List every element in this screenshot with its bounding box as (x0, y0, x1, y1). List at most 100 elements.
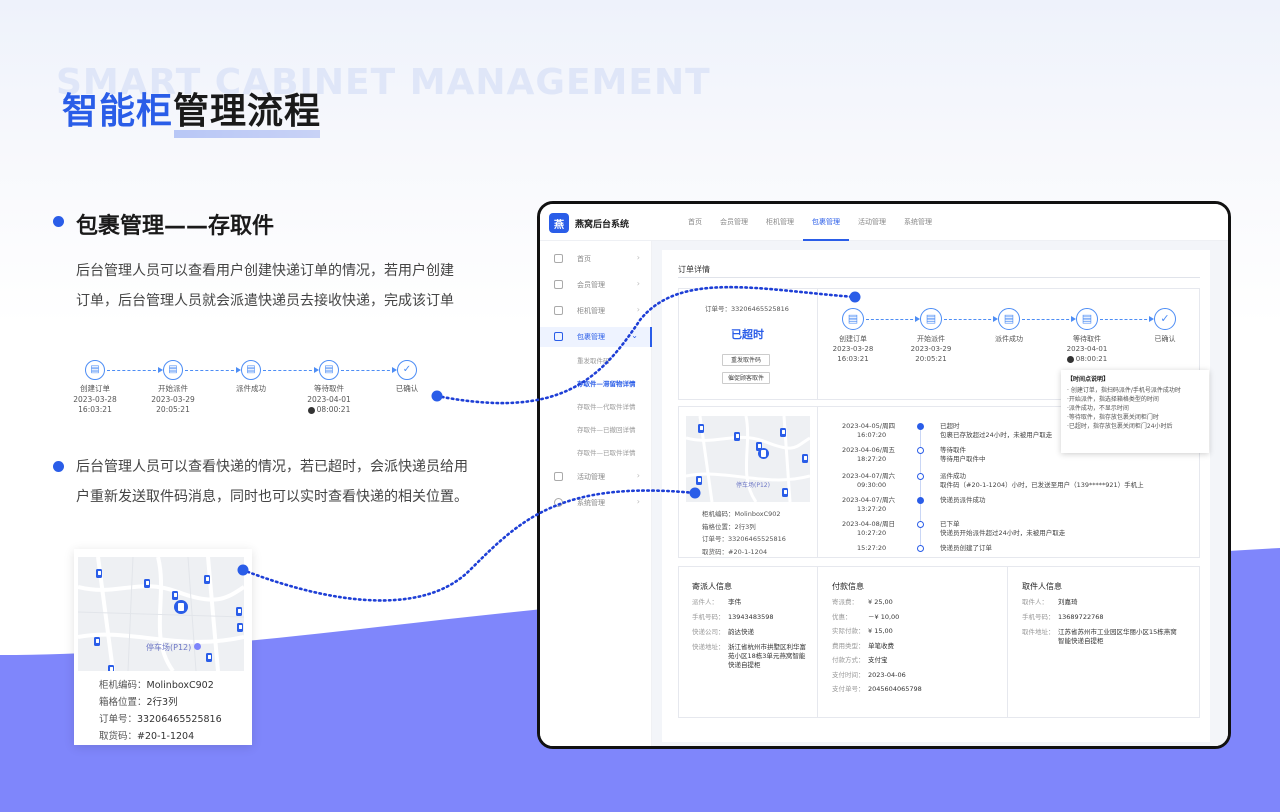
chevron-right-icon: › (636, 279, 640, 288)
nav-cabinets[interactable]: 柜机管理 (766, 218, 794, 226)
timeline-dot (917, 545, 924, 552)
flow-step-time: 16:03:21 (837, 355, 869, 363)
order-value: 33206465525816 (731, 305, 789, 313)
timeline-date: 2023-04-07/周六 (842, 496, 895, 504)
info-row: 支付时间：2023-04-06 (832, 671, 906, 680)
flow-step: ✓已确认 (1140, 308, 1190, 344)
cabinet-pin-icon[interactable] (780, 428, 786, 437)
cabinet-pin-icon[interactable] (144, 579, 150, 588)
cabinet-pin-icon[interactable] (698, 424, 704, 433)
cabinet-pin-icon[interactable] (734, 432, 740, 441)
timeline-event-title: 等待取件 (940, 446, 966, 454)
flow-step-time: 08:00:21 (1062, 354, 1112, 364)
sidebar-item-members[interactable]: 会员管理› (540, 275, 652, 295)
flow-step-date: 2023-04-01 (1066, 345, 1108, 353)
flow-step-label: 创建订单 (839, 335, 867, 343)
sub-item-withdrawn[interactable]: 存取件—已撤回详情 (577, 426, 636, 434)
activity-icon (554, 472, 563, 481)
flow-step: ▤派件成功 (226, 360, 276, 395)
info-value: ¥ 25,00 (868, 598, 893, 606)
chevron-down-icon: ⌄ (631, 331, 638, 340)
map-card: 停车场(P12) 柜机编码：MolinboxC902 箱格位置：2行3列 订单号… (74, 549, 252, 745)
sub-item-resend[interactable]: 重发取件码 (577, 357, 610, 365)
cabinet-pin-icon[interactable] (236, 607, 242, 616)
sidebar-item-activities[interactable]: 活动管理› (540, 467, 652, 487)
info-key: 实际付款： (832, 627, 865, 635)
document-icon: ▤ (842, 308, 864, 330)
nav-members[interactable]: 会员管理 (720, 218, 748, 226)
flow-step-time-text: 08:00:21 (316, 405, 351, 414)
cabinet-pin-icon[interactable] (172, 591, 178, 600)
para2-line1: 后台管理人员可以查看快递的情况，若已超时，会派快递员给用 (76, 459, 468, 475)
cabinet-pin-icon[interactable] (204, 575, 210, 584)
sidebar: 首页› 会员管理› 柜机管理› 包裹管理 ⌄ 重发取件码 存取件—滞留物详情 存取… (540, 241, 652, 746)
nav-home[interactable]: 首页 (688, 218, 702, 226)
sub-item-proxy[interactable]: 存取件—代取件详情 (577, 403, 636, 411)
sidebar-item-home[interactable]: 首页› (540, 249, 652, 269)
info-row: 快递公司：韵达快递 (692, 628, 754, 637)
timeline-date: 2023-04-05/周四 (842, 422, 895, 430)
order-detail-panel: 订单详情 订单号：33206465525816 已超时 重发取件码 催促顾客取件… (662, 250, 1210, 742)
device-slot: 箱格位置：2行3列 (702, 522, 756, 531)
flow-step-label: 开始派件 (917, 335, 945, 343)
info-key: 派件人： (692, 598, 718, 606)
device-cabinet: 柜机编码：MolinboxC902 (702, 510, 781, 518)
info-row: 支付单号：2045604065798 (832, 685, 922, 694)
cabinet-icon (554, 306, 563, 315)
document-icon: ▤ (1076, 308, 1098, 330)
timeline-event-title: 已下单 (940, 520, 960, 528)
sidebar-label: 包裹管理 (577, 333, 605, 341)
info-key: 手机号码： (692, 613, 725, 621)
timeline-date: 2023-04-08/周日 (842, 520, 895, 528)
app-topbar: 燕 燕窝后台系统 首页 会员管理 柜机管理 包裹管理 活动管理 系统管理 (540, 204, 1228, 241)
parking-marker-icon (194, 643, 201, 650)
section-paragraph-2: 后台管理人员可以查看快递的情况，若已超时，会派快递员给用 户重新发送取件码消息，… (76, 452, 468, 512)
cabinet-pin-icon[interactable] (802, 454, 808, 463)
timeline-time: 18:27:20 (857, 455, 887, 463)
timeline-event-title: 快递员创建了订单 (940, 544, 992, 552)
sub-item-picked[interactable]: 存取件—已取件详情 (577, 449, 636, 457)
cabinet-pin-icon[interactable] (237, 623, 243, 632)
sender-title: 寄派人信息 (692, 582, 732, 591)
urge-pickup-button[interactable]: 催促顾客取件 (722, 372, 770, 384)
info-row: 付款方式：支付宝 (832, 656, 888, 665)
sidebar-item-cabinets[interactable]: 柜机管理› (540, 301, 652, 321)
section-paragraph-1: 后台管理人员可以查看用户创建快递订单的情况，若用户创建 订单，后台管理人员就会派… (76, 256, 454, 316)
device-code: 取货码：#20-1-1204 (702, 547, 768, 556)
flow-connector-line (107, 367, 163, 373)
map-view[interactable]: 停车场(P12) (78, 557, 244, 671)
document-icon: ▤ (241, 360, 261, 380)
order-detail-title: 订单详情 (678, 265, 710, 274)
nav-system[interactable]: 系统管理 (904, 218, 932, 226)
cabinet-pin-icon[interactable] (94, 637, 100, 646)
slot-value: 2行3列 (146, 697, 178, 708)
resend-code-button[interactable]: 重发取件码 (722, 354, 770, 366)
cabinet-pin-icon[interactable] (782, 488, 788, 497)
sidebar-label: 系统管理 (577, 499, 605, 507)
timeline-dot (917, 473, 924, 480)
cabinet-pin-icon[interactable] (696, 476, 702, 485)
flow-step-time: 08:00:21 (304, 405, 354, 416)
device-map[interactable]: 停车场(P12) (686, 416, 810, 502)
info-value: 支付宝 (868, 656, 888, 664)
cabinet-pin-icon[interactable] (206, 653, 212, 662)
cabinet-pin-icon[interactable] (108, 665, 114, 671)
sidebar-item-system[interactable]: 系统管理› (540, 493, 652, 513)
sidebar-item-packages[interactable]: 包裹管理 ⌄ (540, 327, 652, 347)
info-value: 2045604065798 (868, 685, 922, 693)
selected-cabinet-icon[interactable] (758, 448, 769, 459)
timeline-event-title: 已超时 (940, 422, 960, 430)
code-label: 取货码： (99, 731, 138, 742)
timeline-time: 10:27:20 (857, 529, 887, 537)
sub-item-retained[interactable]: 存取件—滞留物详情 (577, 380, 636, 388)
timeline-event: 派件成功取件码（#20-1-1204）小时，已发送至用户（139*****921… (940, 472, 1144, 490)
nav-packages[interactable]: 包裹管理 (803, 204, 849, 241)
cabinet-pin-icon[interactable] (96, 569, 102, 578)
selected-cabinet-icon[interactable] (174, 600, 188, 614)
nav-activities[interactable]: 活动管理 (858, 218, 886, 226)
timeline-date: 2023-04-07/周六 (842, 472, 895, 480)
clock-icon (1066, 355, 1074, 363)
cabinet-pin-icon[interactable] (756, 442, 762, 451)
